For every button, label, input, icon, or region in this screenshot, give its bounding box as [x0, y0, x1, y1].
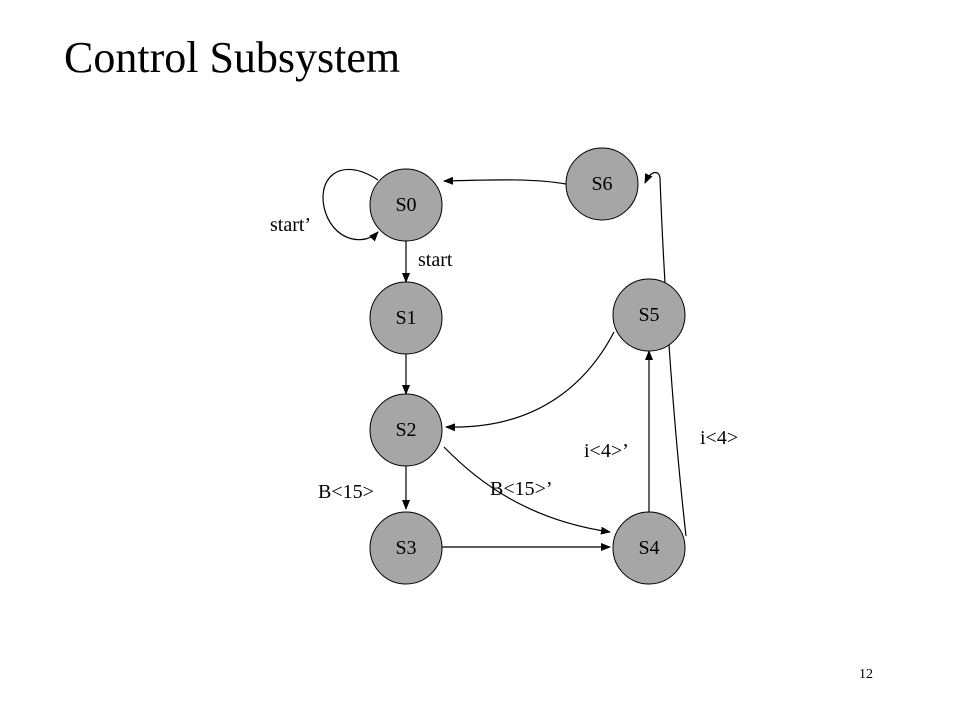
state-s2: S2: [369, 393, 443, 467]
label-i4-not: i<4>’: [584, 440, 629, 462]
state-s0-label: S0: [395, 194, 416, 216]
edge-s5-s2: [445, 331, 615, 432]
edge-s2-s4: [443, 446, 611, 535]
edge-s0-self: [322, 168, 379, 242]
state-s4: S4: [612, 511, 686, 585]
state-s3: S3: [369, 511, 443, 585]
state-s3-label: S3: [395, 537, 416, 559]
edge-s4-s6: [644, 172, 687, 537]
state-s2-label: S2: [395, 419, 416, 441]
state-s6: S6: [565, 147, 639, 221]
label-start-not: start’: [270, 214, 311, 236]
state-s6-label: S6: [591, 173, 612, 195]
label-b15-not: B<15>’: [490, 478, 553, 500]
page-number: 12: [859, 667, 873, 682]
slide-title: Control Subsystem: [64, 33, 401, 82]
state-s0: S0: [369, 168, 443, 242]
transitions: [322, 168, 687, 551]
edge-s6-s0: [443, 176, 567, 185]
state-s5: S5: [612, 278, 686, 352]
state-s1: S1: [369, 281, 443, 355]
label-b15: B<15>: [318, 481, 374, 503]
state-s5-label: S5: [638, 304, 659, 326]
label-start: start: [418, 249, 453, 271]
state-s4-label: S4: [638, 537, 659, 559]
state-s1-label: S1: [395, 307, 416, 329]
label-i4: i<4>: [700, 427, 738, 449]
